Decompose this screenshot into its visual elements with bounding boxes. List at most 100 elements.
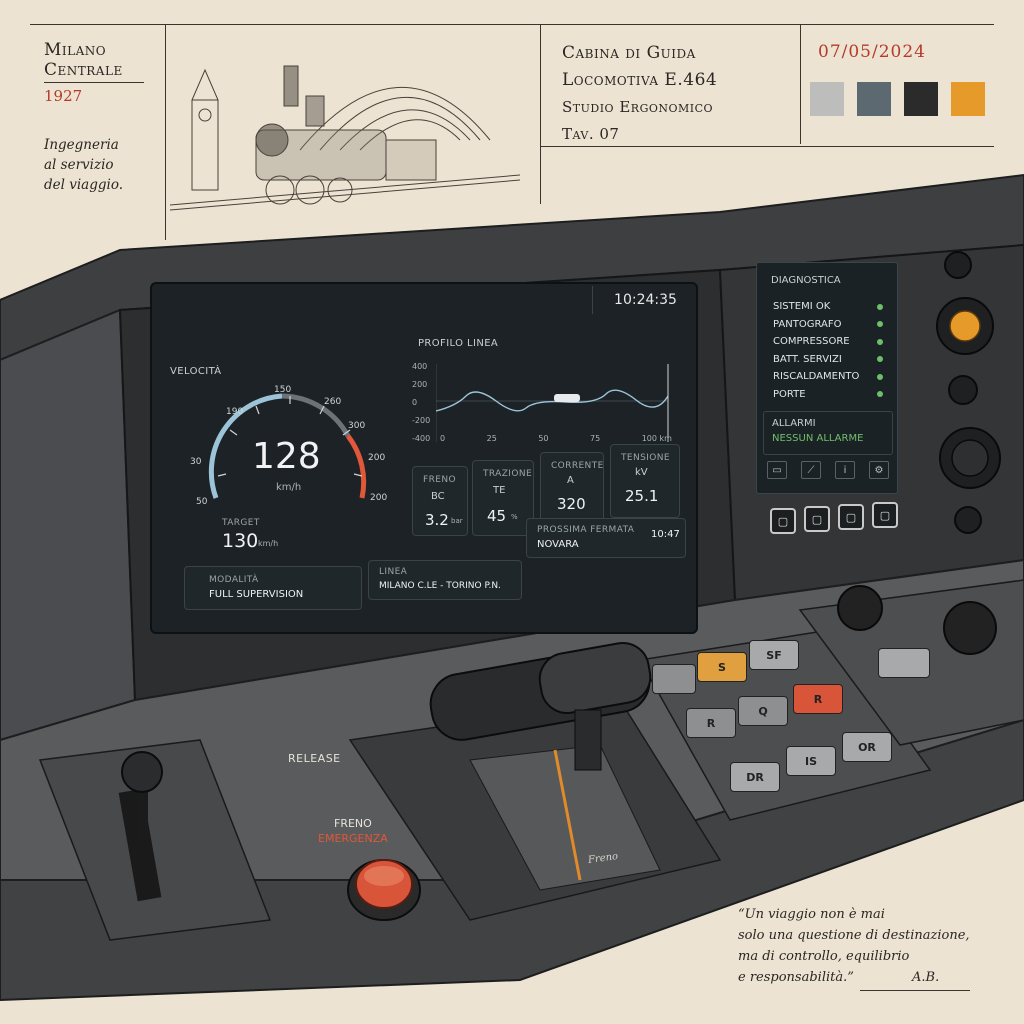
- diagnostics-item: RISCALDAMENTO: [773, 368, 897, 386]
- profile-y-axis: 400 200 0 -200 -400: [412, 358, 430, 448]
- diagnostics-item-label: RISCALDAMENTO: [773, 371, 860, 383]
- diagnostics-title: DIAGNOSTICA: [771, 275, 841, 286]
- x-tick: 75: [590, 434, 601, 443]
- tick-label: 200: [368, 453, 385, 463]
- y-tick: -200: [412, 416, 431, 425]
- y-tick: 0: [412, 398, 418, 407]
- swatch-slate: [857, 82, 891, 116]
- key-is[interactable]: IS: [786, 746, 836, 776]
- next-stop-time: 10:47: [651, 529, 680, 540]
- speedometer: 50 30 190 150 260 300 200 200: [190, 385, 387, 507]
- key-dr[interactable]: DR: [730, 762, 780, 792]
- title-line: Studio Ergonomico: [562, 98, 714, 116]
- reading-label: TRAZIONE: [483, 469, 533, 479]
- tick-label: 30: [190, 457, 202, 467]
- x-tick: 0: [440, 434, 446, 443]
- motto-line: del viaggio.: [44, 177, 124, 193]
- key-sf[interactable]: SF: [749, 640, 799, 670]
- soft-key-1[interactable]: ▢: [770, 508, 796, 534]
- reading-label: CORRENTE: [551, 461, 604, 471]
- brake-reading: FRENO BC 3.2 bar: [412, 466, 468, 536]
- y-tick: 200: [412, 380, 428, 389]
- diagnostics-item: SISTEMI OK: [773, 298, 897, 316]
- diagnostics-item-label: BATT. SERVIZI: [773, 353, 842, 365]
- location-name: Milano: [44, 40, 107, 60]
- location-name-2: Centrale: [44, 60, 123, 80]
- tick-label: 50: [196, 497, 208, 507]
- clock: 10:24:35: [592, 286, 698, 314]
- speed-value: 128: [252, 436, 321, 477]
- key-q[interactable]: Q: [738, 696, 788, 726]
- quote-line: e responsabilità.”: [738, 970, 854, 985]
- status-ok-icon: [877, 321, 883, 328]
- camera-icon[interactable]: ▭: [767, 461, 787, 479]
- date: 07/05/2024: [818, 42, 926, 62]
- alarm-box: ALLARMI NESSUN ALLARME: [763, 411, 893, 455]
- line-panel: LINEA MILANO C.LE - TORINO P.N.: [368, 560, 522, 600]
- next-stop-label: PROSSIMA FERMATA: [537, 525, 635, 535]
- frame-line: [540, 146, 994, 147]
- color-palette: [810, 82, 985, 116]
- quote: “Un viaggio non è mai solo una questione…: [738, 904, 978, 988]
- reading-value: 320: [557, 495, 586, 513]
- mode-value: FULL SUPERVISION: [209, 589, 304, 600]
- chart-icon[interactable]: ⟋: [801, 461, 821, 479]
- reading-label: FRENO: [423, 475, 456, 485]
- diagnostics-item-label: PANTOGRAFO: [773, 318, 842, 330]
- key-blank[interactable]: [652, 664, 696, 694]
- reading-value: 45: [487, 507, 507, 525]
- swatch-amber: [951, 82, 985, 116]
- alarm-label: ALLARMI: [772, 418, 816, 429]
- emergency-brake-label: FRENO EMERGENZA: [318, 816, 388, 846]
- reading-sub: kV: [635, 467, 648, 478]
- title-line: Cabina di Guida: [562, 43, 696, 63]
- tick-label: 150: [274, 385, 291, 395]
- status-ok-icon: [877, 373, 883, 380]
- status-ok-icon: [877, 338, 883, 345]
- mode-label: MODALITÀ: [209, 575, 259, 585]
- soft-key-2[interactable]: ▢: [804, 506, 830, 532]
- frame-divider: [165, 24, 166, 240]
- key-or[interactable]: OR: [842, 732, 892, 762]
- speed-unit: km/h: [276, 482, 302, 493]
- diagnostics-display: DIAGNOSTICA SISTEMI OK PANTOGRAFO COMPRE…: [756, 262, 898, 494]
- tick-label: 300: [348, 421, 365, 431]
- motto-line: al servizio: [44, 157, 114, 173]
- status-ok-icon: [877, 356, 883, 363]
- key-blank[interactable]: [878, 648, 930, 678]
- info-icon[interactable]: i: [835, 461, 855, 479]
- speed-panel: VELOCITÀ 50 30 190 150 260 300 200 200 1: [152, 336, 408, 576]
- diagnostics-item-label: SISTEMI OK: [773, 301, 831, 313]
- line-label: LINEA: [379, 567, 408, 577]
- voltage-reading: TENSIONE kV 25.1: [610, 444, 680, 518]
- soft-key-4[interactable]: ▢: [872, 502, 898, 528]
- reading-value: 25.1: [625, 487, 659, 505]
- y-tick: 400: [412, 362, 428, 371]
- soft-key-3[interactable]: ▢: [838, 504, 864, 530]
- tick-label: 200: [370, 493, 387, 503]
- key-r-red[interactable]: R: [793, 684, 843, 714]
- frame-top-line: [30, 24, 994, 25]
- diagnostics-list: SISTEMI OK PANTOGRAFO COMPRESSORE BATT. …: [757, 286, 897, 403]
- x-tick: 100: [641, 434, 657, 443]
- release-label: RELEASE: [288, 752, 341, 765]
- profile-chart: [436, 364, 669, 442]
- target-label: TARGET: [222, 518, 260, 528]
- tick-label: 260: [324, 397, 341, 407]
- diagnostics-item: PANTOGRAFO: [773, 316, 897, 334]
- key-s[interactable]: S: [697, 652, 747, 682]
- diagnostics-item-label: COMPRESSORE: [773, 336, 850, 348]
- key-r[interactable]: R: [686, 708, 736, 738]
- title-line: Tav. 07: [562, 125, 620, 143]
- settings-icon[interactable]: ⚙: [869, 461, 889, 479]
- quote-line: ma di controllo, equilibrio: [738, 949, 910, 964]
- motto-line: Ingegneria: [44, 137, 119, 153]
- next-stop-value: NOVARA: [537, 539, 579, 550]
- profile-x-axis: 0 25 50 75 100 km: [440, 434, 672, 443]
- year: 1927: [44, 87, 83, 105]
- reading-sub: TE: [493, 485, 506, 496]
